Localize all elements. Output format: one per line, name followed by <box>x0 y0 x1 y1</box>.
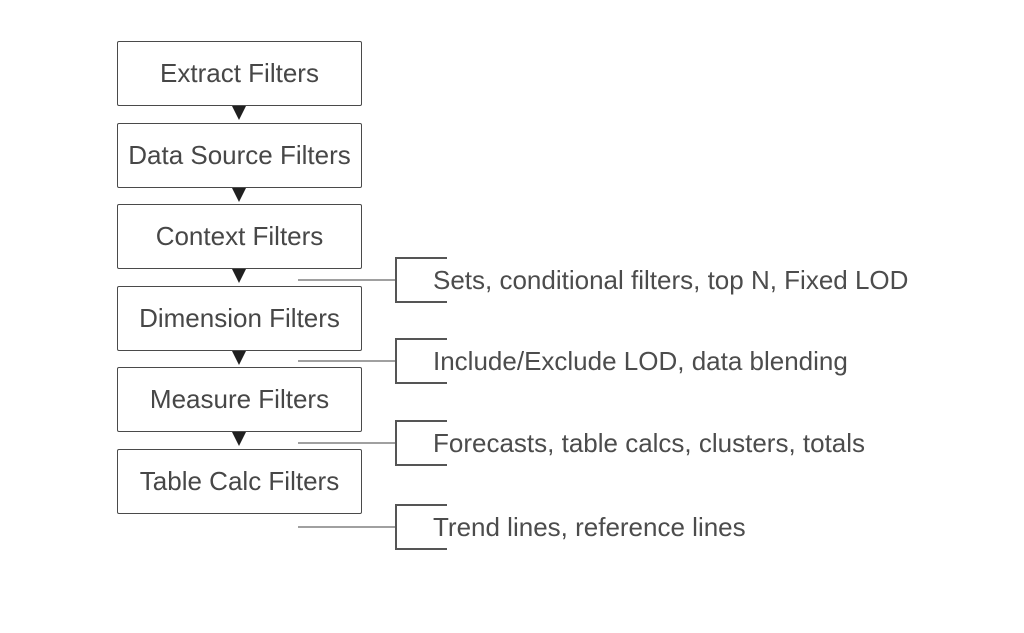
flow-box-label: Extract Filters <box>160 58 319 88</box>
flow-box-measure-filters: Measure Filters <box>117 367 362 432</box>
flow-box-extract-filters: Extract Filters <box>117 41 362 106</box>
down-arrow-icon <box>232 432 246 446</box>
flow-box-label: Measure Filters <box>149 384 330 414</box>
bracket-shape <box>395 338 447 384</box>
down-arrow-icon <box>232 269 246 283</box>
connector-line <box>298 279 395 281</box>
flow-box-label: Dimension Filters <box>139 303 340 333</box>
flow-box-data-source-filters: Data Source Filters <box>117 123 362 188</box>
flow-box-table-calc-filters: Table Calc Filters <box>117 449 362 514</box>
flow-box-context-filters: Context Filters <box>117 204 362 269</box>
down-arrow-icon <box>232 351 246 365</box>
connector-line <box>298 442 395 444</box>
annotation-row-trend-lines: Trend lines, reference lines <box>298 504 958 550</box>
annotation-label: Include/Exclude LOD, data blending <box>433 346 848 376</box>
bracket-shape <box>395 420 447 466</box>
connector-line <box>298 526 395 528</box>
down-arrow-icon <box>232 106 246 120</box>
flow-box-label: Context Filters <box>155 221 324 251</box>
bracket-shape <box>395 257 447 303</box>
connector-line <box>298 360 395 362</box>
bracket-shape <box>395 504 447 550</box>
annotation-row-table-calc-filters: Forecasts, table calcs, clusters, totals <box>298 420 958 466</box>
annotation-row-measure-filters: Include/Exclude LOD, data blending <box>298 338 958 384</box>
annotation-label: Sets, conditional filters, top N, Fixed … <box>433 265 909 295</box>
annotation-label: Trend lines, reference lines <box>433 512 746 542</box>
flow-box-label: Table Calc Filters <box>139 466 340 496</box>
flow-box-dimension-filters: Dimension Filters <box>117 286 362 351</box>
annotation-row-dimension-filters: Sets, conditional filters, top N, Fixed … <box>298 257 958 303</box>
annotation-label: Forecasts, table calcs, clusters, totals <box>433 428 866 458</box>
flow-box-label: Data Source Filters <box>128 140 351 170</box>
down-arrow-icon <box>232 188 246 202</box>
